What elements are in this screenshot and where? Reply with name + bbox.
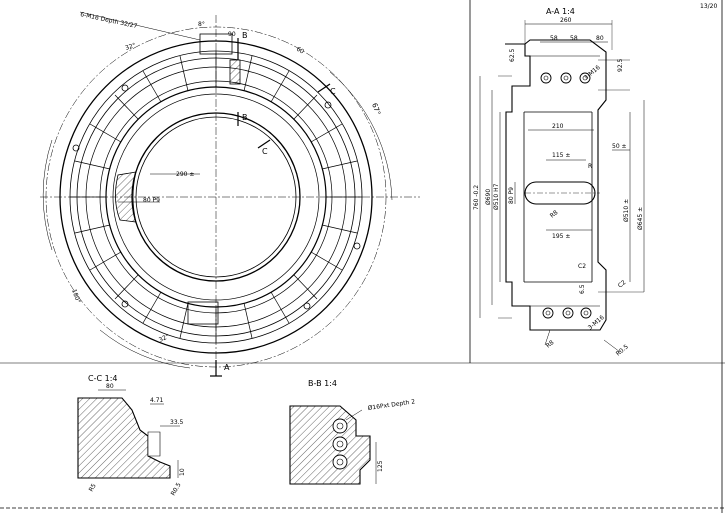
main-view [40,11,420,377]
section-label-c: C [330,87,336,96]
aa-dim-6: 6.5 [579,284,586,294]
aa-left-small: 62.5 [509,48,516,62]
angle-bottom: 32° [158,333,171,344]
section-cc-title: C-C 1:4 [88,374,117,383]
aa-right-50: 50 ± [612,143,627,150]
bb-note: Ø16Pxt Depth 2 [367,398,415,412]
angle-left: 32° [124,42,136,52]
aa-c2b: C2 [617,279,628,290]
aa-dia-645: Ø645 ± [637,207,644,230]
section-aa [479,20,645,353]
cc-r5: R5 [88,482,98,493]
angle-right: 67° [370,102,382,116]
aa-r8: R8 [549,209,560,220]
aa-top-width: 260 [560,17,572,24]
angle-bottom-left: 180° [70,288,82,304]
cc-d10: 10 [179,468,186,476]
aa-r-bottom: R8 [545,339,556,350]
cc-d471: 4.71 [150,397,164,404]
section-aa-title: A-A 1:4 [546,7,575,16]
section-aa-dims: 260 58 58 80 62.5 92.5 3-M16 210 50 ± 11… [473,17,644,358]
sheet-number: 13/20 [700,3,717,10]
section-bb-title: B-B 1:4 [308,379,337,388]
width-top: 90 [228,31,236,38]
aa-inner-width: 210 [552,123,564,130]
aa-80p9: 80 P9 [508,187,515,204]
bb-d125: 125 [377,460,384,472]
aa-dia-690: Ø690 [485,189,492,205]
section-label-a: A [224,363,230,372]
aa-seg1: 58 [550,35,558,42]
aa-dia-510h7: Ø510 H7 [493,183,500,210]
hole-note: 6-M16 Depth 32/27 [80,11,139,30]
angle-top: 8° [198,21,205,28]
aa-dim-85: R0.5 [615,343,630,357]
aa-dia-510: Ø510 ± [623,199,630,222]
section-label-c2: C [262,147,268,156]
section-bb [289,405,377,485]
slot-dim: 80 P9 [143,197,160,204]
aa-dim-195: 195 ± [552,233,570,240]
section-label-b: B [242,31,248,40]
section-cc [77,389,180,479]
cc-d335: 33.5 [170,419,184,426]
aa-right-small: 92.5 [617,58,624,72]
aa-thread-top: 3-M16 [583,64,602,82]
section-label-b2: B [242,113,248,122]
aa-c2a: C2 [578,263,586,270]
aa-dia-760: 760 -0.2 [473,185,480,210]
aa-seg2: 58 [570,35,578,42]
radius-inner: 290 ± [176,171,194,178]
aa-r-small: R [588,163,592,170]
section-bb-dims: Ø16Pxt Depth 2 125 [367,398,415,472]
angle-right-small: 60 [295,46,305,56]
aa-slot-115: 115 ± [552,152,570,159]
aa-seg3: 80 [596,35,604,42]
cc-r05: R0.5 [170,481,183,497]
cc-w80: 80 [106,383,114,390]
